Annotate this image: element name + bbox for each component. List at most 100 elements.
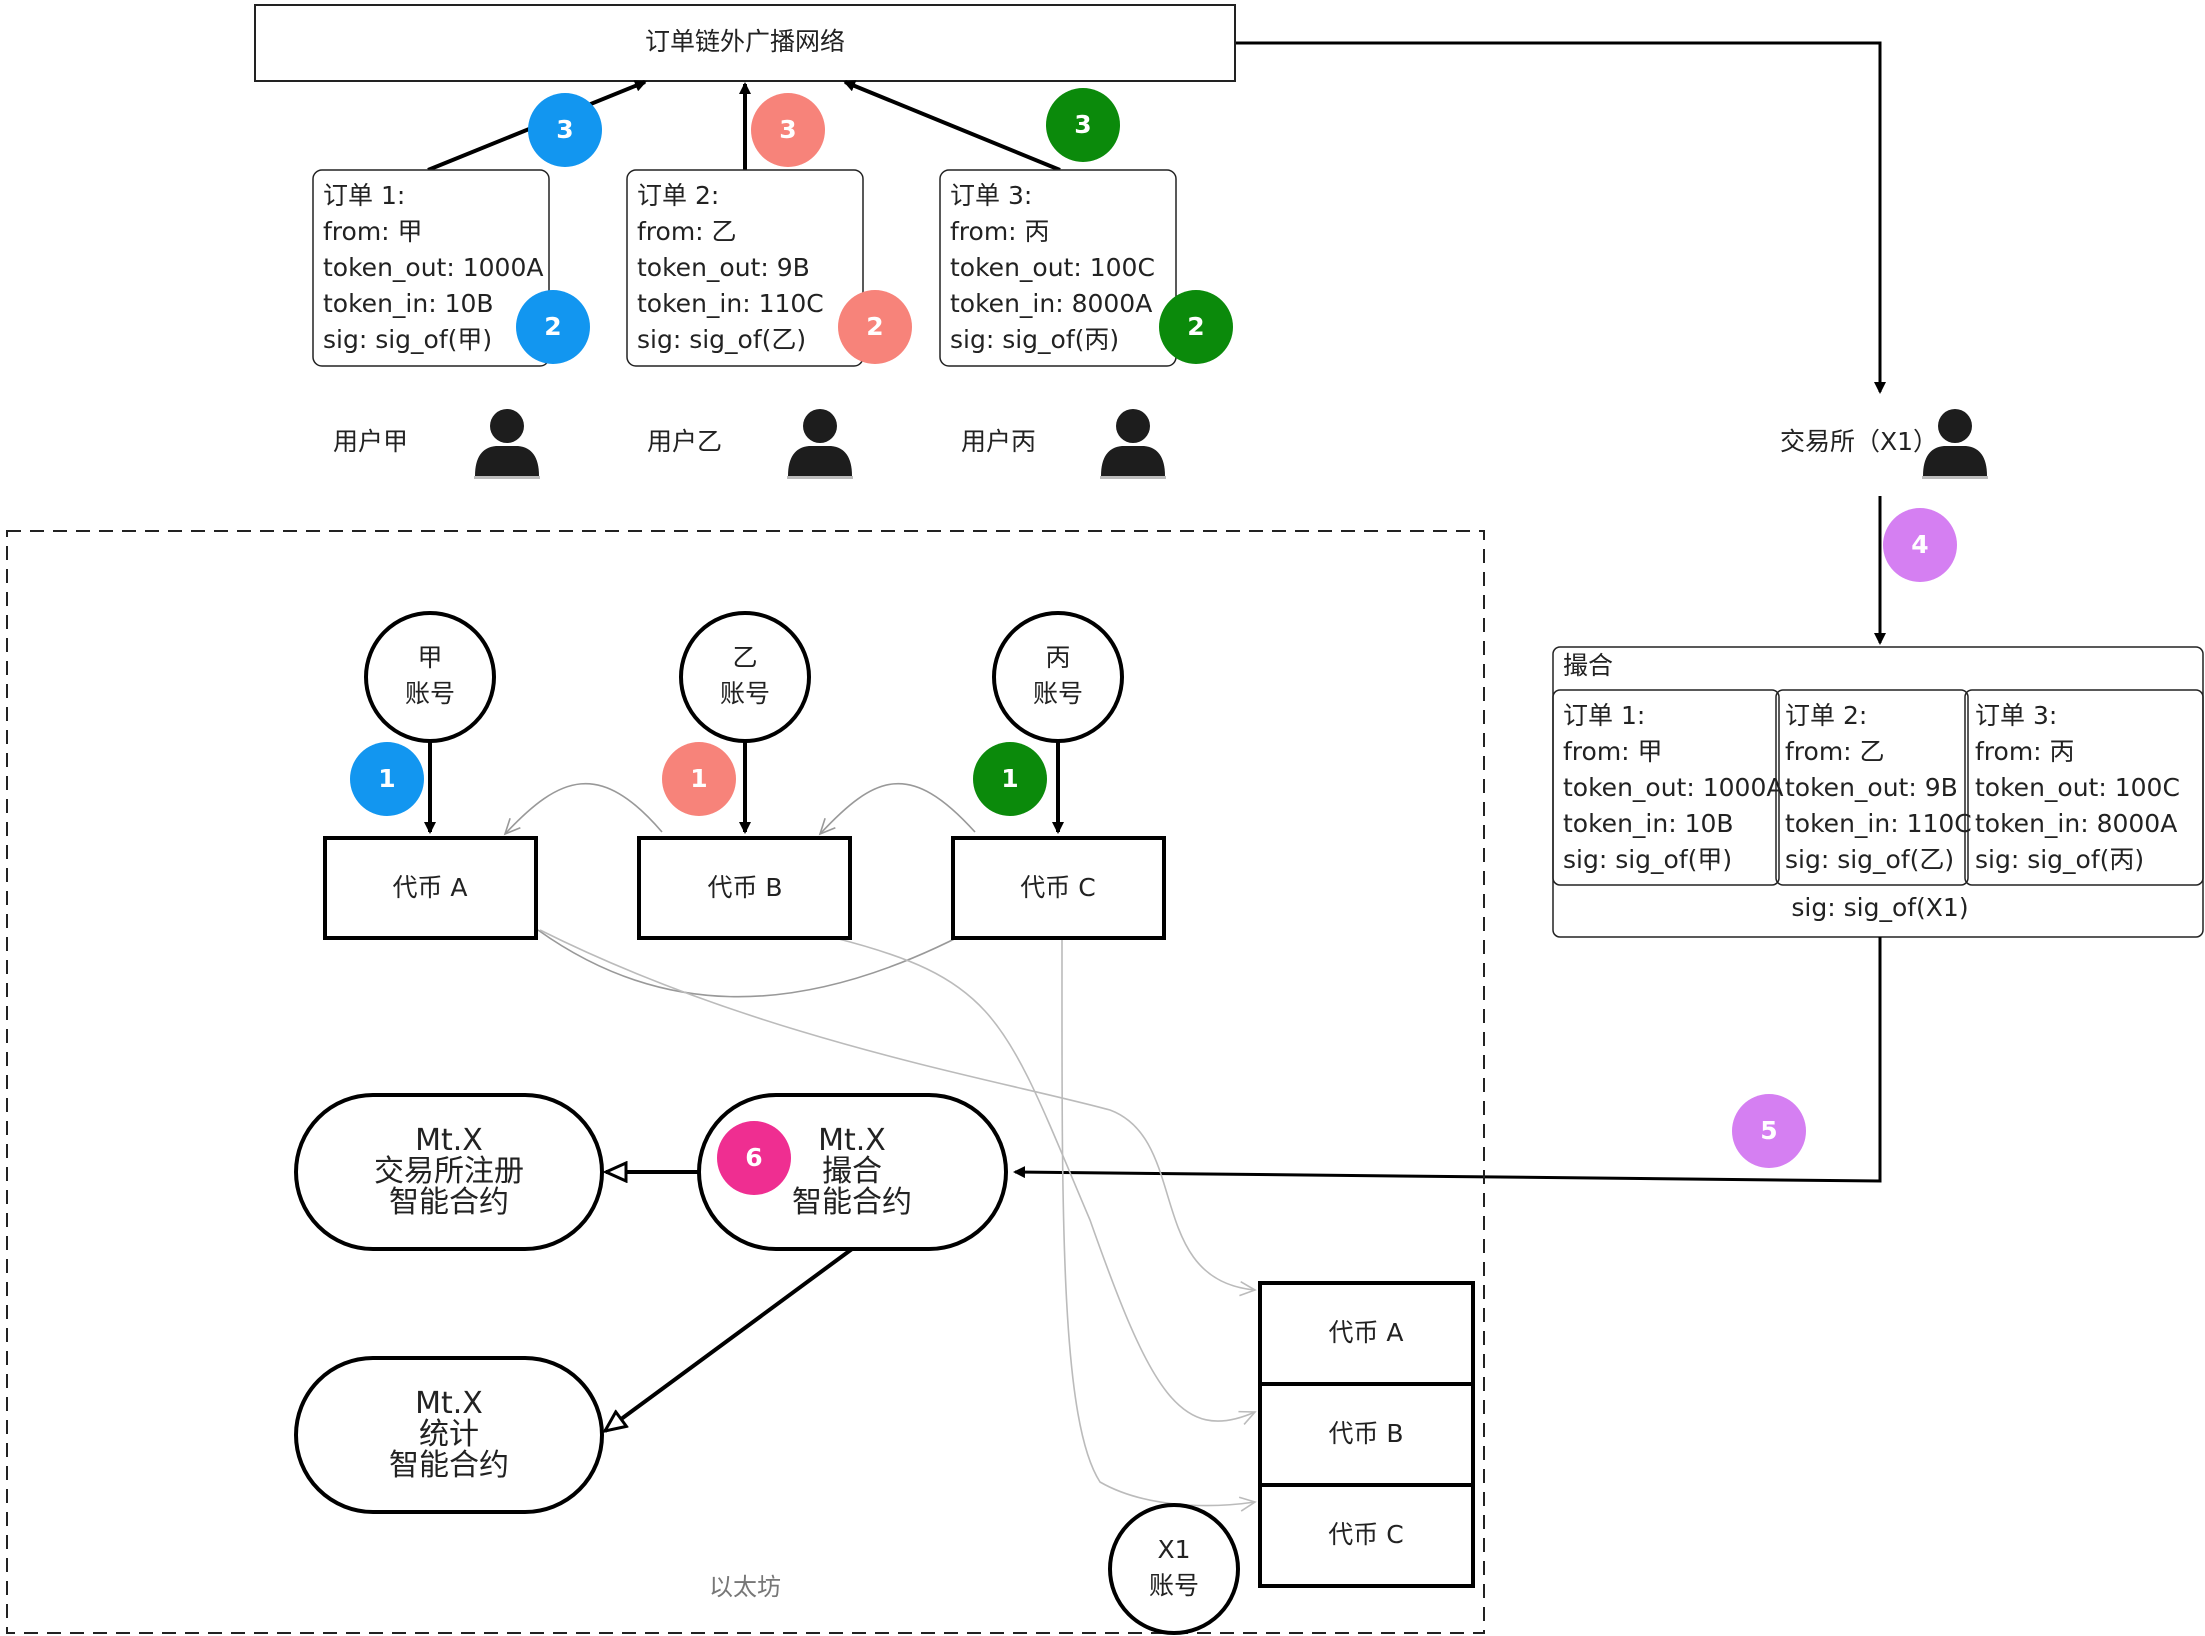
account-yi-line2: 账号	[720, 679, 770, 708]
step-1-badge-yi: 1	[662, 742, 736, 816]
order3-broadcast-arrow	[843, 80, 1061, 172]
transfer-c-to-b	[818, 782, 976, 836]
match-order-3-from: from: 丙	[1975, 737, 2075, 766]
step-5-badge: 5	[1732, 1094, 1806, 1168]
order-1-token-in: token_in: 10B	[323, 289, 494, 318]
step-3-badge-order2: 3	[751, 93, 825, 167]
order-2-token-in: token_in: 110C	[637, 289, 824, 318]
user-yi-label: 用户乙	[647, 427, 722, 456]
account-bing-line2: 账号	[1033, 679, 1083, 708]
order-1-from: from: 甲	[323, 217, 423, 246]
match-order-2-title: 订单 2:	[1785, 701, 1867, 730]
user-jia-icon	[474, 409, 540, 479]
x1-token-c-box: 代币 C	[1258, 1483, 1475, 1588]
order-card-2: 订单 2: from: 乙 token_out: 9B token_in: 11…	[626, 169, 864, 367]
step-2-label-1: 2	[544, 312, 561, 341]
step-3-label-2: 3	[779, 115, 796, 144]
step-4-label: 4	[1911, 530, 1928, 559]
stats-contract-line1: Mt.X	[415, 1386, 483, 1421]
token-c-box: 代币 C	[951, 836, 1166, 940]
x1-token-c-label: 代币 C	[1328, 1520, 1403, 1549]
match-submit-arrow	[1013, 937, 1882, 1183]
step-1-badge-jia: 1	[350, 742, 424, 816]
match-order-2-token-out: token_out: 9B	[1785, 773, 1958, 802]
stats-contract-line3: 智能合约	[389, 1448, 509, 1483]
match-contract-line1: Mt.X	[818, 1123, 886, 1158]
order-3-token-in: token_in: 8000A	[950, 289, 1152, 318]
order-1-title: 订单 1:	[323, 181, 405, 210]
step-4-badge: 4	[1883, 508, 1957, 582]
match-box: 撮合 订单 1: from: 甲 token_out: 1000A token_…	[1552, 646, 2204, 938]
order-3-token-out: token_out: 100C	[950, 253, 1155, 282]
order-2-title: 订单 2:	[637, 181, 719, 210]
x1-token-a-label: 代币 A	[1328, 1318, 1403, 1347]
token-b-box: 代币 B	[637, 836, 852, 940]
match-order-2-from: from: 乙	[1785, 737, 1885, 766]
register-contract: Mt.X 交易所注册 智能合约	[294, 1093, 604, 1251]
account-jia-line1: 甲	[417, 643, 442, 672]
x1-token-b-box: 代币 B	[1258, 1382, 1475, 1487]
order-2-token-out: token_out: 9B	[637, 253, 810, 282]
match-to-stats-arrow	[605, 1247, 854, 1431]
order-1-sig: sig: sig_of(甲)	[323, 325, 492, 354]
token-a-label: 代币 A	[392, 873, 467, 902]
order-3-title: 订单 3:	[950, 181, 1032, 210]
account-jia: 甲 账号	[364, 611, 496, 743]
user-yi-icon	[787, 409, 853, 479]
match-order-1-token-out: token_out: 1000A	[1563, 773, 1783, 802]
order-card-3: 订单 3: from: 丙 token_out: 100C token_in: …	[939, 169, 1177, 367]
token-c-label: 代币 C	[1020, 873, 1095, 902]
fee-a-to-x1	[539, 929, 1257, 1297]
step-2-badge-order2: 2	[838, 290, 912, 364]
order-3-from: from: 丙	[950, 217, 1050, 246]
match-order-2-token-in: token_in: 110C	[1785, 809, 1972, 838]
order-2-from: from: 乙	[637, 217, 737, 246]
ethereum-label: 以太坊	[709, 1573, 781, 1601]
network-to-exchange-arrow	[1236, 41, 1886, 394]
match-box-sig: sig: sig_of(X1)	[1791, 893, 1968, 922]
ethereum-container	[6, 530, 1485, 1634]
account-yi-line1: 乙	[732, 643, 757, 672]
account-jia-line2: 账号	[405, 679, 455, 708]
user-bing-icon	[1100, 409, 1166, 479]
match-order-3-sig: sig: sig_of(丙)	[1975, 845, 2144, 874]
step-5-label: 5	[1760, 1116, 1777, 1145]
account-bing: 丙 账号	[992, 611, 1124, 743]
x1-token-b-label: 代币 B	[1328, 1419, 1403, 1448]
step-1-badge-bing: 1	[973, 742, 1047, 816]
match-order-1-sig: sig: sig_of(甲)	[1563, 845, 1732, 874]
step-2-label-2: 2	[866, 312, 883, 341]
match-box-title: 撮合	[1563, 651, 1613, 680]
register-contract-line2: 交易所注册	[374, 1154, 524, 1189]
user-jia-label: 用户甲	[333, 427, 408, 456]
step-2-badge-order3: 2	[1159, 290, 1233, 364]
step-6-badge: 6	[717, 1121, 791, 1195]
step-2-label-3: 2	[1187, 312, 1204, 341]
order-1-token-out: token_out: 1000A	[323, 253, 543, 282]
step-2-badge-order1: 2	[516, 290, 590, 364]
user-bing-label: 用户丙	[961, 427, 1036, 456]
match-order-3-token-in: token_in: 8000A	[1975, 809, 2177, 838]
x1-token-a-box: 代币 A	[1258, 1281, 1475, 1386]
step-1-label-1: 1	[378, 764, 395, 793]
token-a-box: 代币 A	[323, 836, 538, 940]
account-yi: 乙 账号	[679, 611, 811, 743]
match-order-3-token-out: token_out: 100C	[1975, 773, 2180, 802]
stats-contract: Mt.X 统计 智能合约	[294, 1356, 604, 1514]
match-contract-line3: 智能合约	[792, 1185, 912, 1220]
step-1-label-3: 1	[1001, 764, 1018, 793]
broadcast-network-label: 订单链外广播网络	[645, 27, 845, 56]
exchange-label: 交易所（X1）	[1780, 427, 1938, 456]
step-6-label: 6	[745, 1143, 762, 1172]
order-card-1: 订单 1: from: 甲 token_out: 1000A token_in:…	[312, 169, 550, 367]
match-order-3-title: 订单 3:	[1975, 701, 2057, 730]
match-contract-line2: 撮合	[822, 1154, 882, 1189]
fee-b-to-x1	[834, 937, 1257, 1425]
x1-account-line1: X1	[1157, 1535, 1190, 1564]
match-contract: Mt.X 撮合 智能合约	[697, 1093, 1008, 1251]
stats-contract-line2: 统计	[419, 1417, 479, 1452]
match-order-1-token-in: token_in: 10B	[1563, 809, 1734, 838]
step-1-label-2: 1	[690, 764, 707, 793]
register-contract-line1: Mt.X	[415, 1123, 483, 1158]
